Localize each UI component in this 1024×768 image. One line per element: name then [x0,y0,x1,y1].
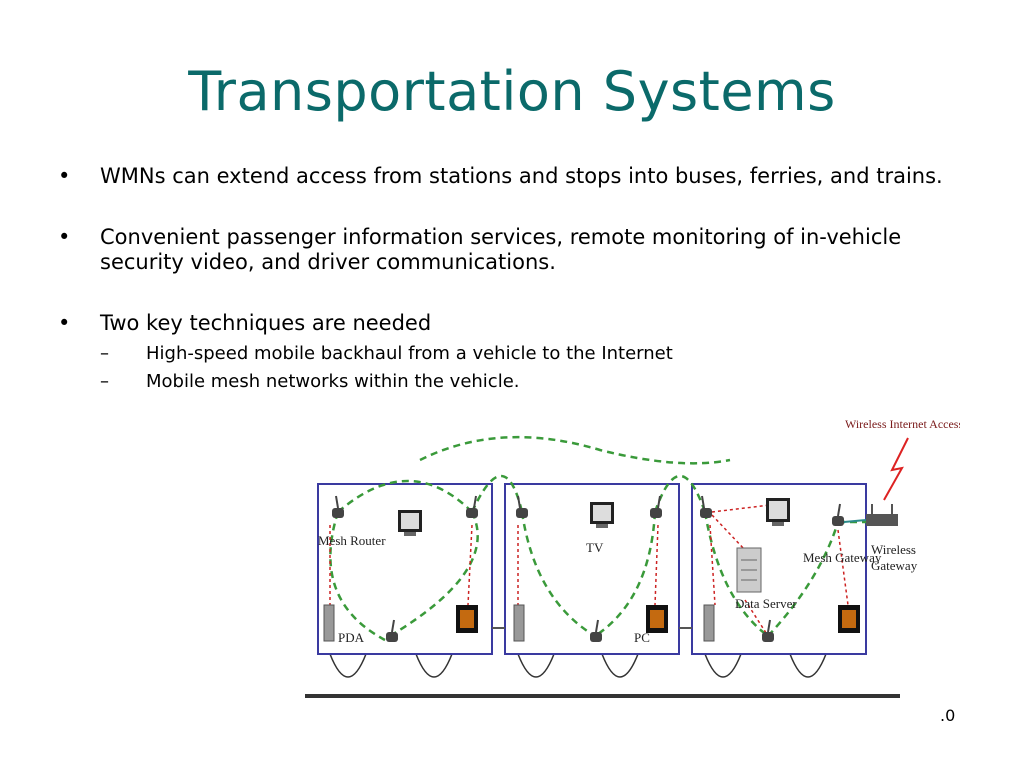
pda-icon [323,604,335,642]
data-server-icon [736,547,762,593]
sub-bullet-item: – High-speed mobile backhaul from a vehi… [100,340,978,368]
mesh-router-icon [762,619,774,642]
bullet-item: • Two key techniques are needed – High-s… [58,311,978,396]
sub-bullet-text: High-speed mobile backhaul from a vehicl… [146,343,673,364]
sub-bullet-item: – Mobile mesh networks within the vehicl… [100,368,978,396]
slide-title: Transportation Systems [188,60,836,123]
pda-label: PDA [338,630,365,645]
laptop-icon [838,605,860,633]
mesh-router-icon [832,503,844,526]
tv-icon [766,498,790,526]
lightning-icon [883,437,909,501]
wheels [329,653,827,678]
page-number: .0 [940,706,956,725]
sub-bullet-symbol: – [100,371,109,392]
mesh-router-icon [516,495,528,518]
bullet-symbol: • [58,164,71,188]
pda-icon [703,604,715,642]
wired-links [329,504,849,637]
pc-label: PC [634,630,650,645]
bullet-text: WMNs can extend access from stations and… [100,164,943,188]
bullet-item: • Convenient passenger information servi… [58,225,978,275]
bullet-text: Two key techniques are needed [100,311,432,335]
pda-icon [513,604,525,642]
mesh-router-icon [650,495,662,518]
mesh-router-icon [590,619,602,642]
wireless-gateway-label: Gateway [871,558,918,573]
wireless-gateway-label: Wireless [871,542,916,557]
bullet-list: • WMNs can extend access from stations a… [58,164,978,396]
laptop-icon [646,605,668,633]
train-car-2 [504,483,680,655]
mesh-router-icon [466,495,478,518]
train-car-3 [691,483,867,655]
gateway-link [843,519,867,523]
tv-label: TV [586,540,604,555]
mesh-router-label: Mesh Router [318,533,386,548]
wireless-gateway-icon [866,504,898,526]
sub-bullet-text: Mobile mesh networks within the vehicle. [146,371,520,392]
bullet-symbol: • [58,225,71,249]
train-mesh-diagram: Wireless Internet Access [305,417,960,698]
data-server-label: Data Server [735,596,797,611]
sub-bullet-symbol: – [100,343,109,364]
wireless-internet-access-label: Wireless Internet Access [845,417,960,431]
mesh-gateway-label: Mesh Gateway [803,550,882,565]
mesh-router-icon [700,495,712,518]
laptop-icon [456,605,478,633]
tv-icon [590,502,614,528]
mesh-router-icon [332,495,344,518]
bullet-text: Convenient passenger information service… [100,225,902,274]
sub-bullet-list: – High-speed mobile backhaul from a vehi… [100,340,978,396]
train-car-1 [317,483,493,655]
bullet-item: • WMNs can extend access from stations a… [58,164,978,189]
tv-icon [398,510,422,536]
bullet-symbol: • [58,311,71,335]
mesh-router-icon [386,619,398,642]
